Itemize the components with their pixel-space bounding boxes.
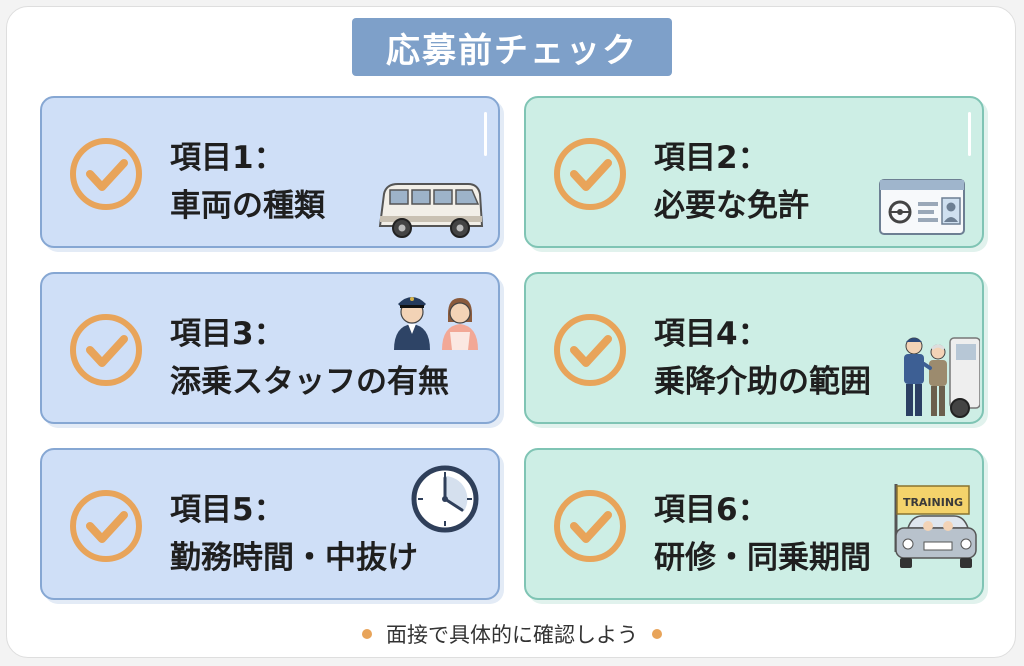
item-text: 項目4： 乗降介助の範囲 [654,310,871,406]
license-card-icon [879,179,965,235]
assist-boarding-icon [904,337,980,418]
checkmark-icon [70,314,142,386]
item-text: 項目6： 研修・同乗期間 [654,486,871,582]
item-description: 必要な免許 [654,188,809,224]
item-description: 車両の種類 [170,188,325,224]
clock-icon [411,465,479,533]
checklist-card-6: 項目6： 研修・同乗期間 TRAINING [524,448,984,600]
item-description: 乗降介助の範囲 [654,364,871,400]
checkmark-icon [554,138,626,210]
footer-note: 面接で具体的に確認しよう [0,614,1024,654]
checklist-card-4: 項目4： 乗降介助の範囲 [524,272,984,424]
item-text: 項目2： 必要な免許 [654,134,809,230]
bullet-dot-icon [362,629,372,639]
checkmark-icon [554,490,626,562]
footer-text: 面接で具体的に確認しよう [386,623,638,647]
item-label: 項目5： [170,492,285,528]
item-description: 研修・同乗期間 [654,540,871,576]
edge-highlight [968,112,971,156]
bullet-dot-icon [652,629,662,639]
item-label: 項目4： [654,316,769,352]
item-label: 項目2： [654,140,769,176]
checkmark-icon [554,314,626,386]
staff-people-icon [394,297,478,350]
item-description: 勤務時間・中抜け [170,540,418,576]
checklist-card-2: 項目2： 必要な免許 [524,96,984,248]
item-text: 項目1： 車両の種類 [170,134,325,230]
training-flag-label: TRAINING [902,495,964,509]
checklist-card-3: 項目3： 添乗スタッフの有無 [40,272,500,424]
training-car-icon [894,484,977,568]
van-icon [378,183,484,238]
page-title: 応募前チェック [352,18,672,76]
item-label: 項目1： [170,140,285,176]
item-label: 項目3： [170,316,285,352]
checklist-card-5: 項目5： 勤務時間・中抜け [40,448,500,600]
checklist-card-1: 項目1： 車両の種類 [40,96,500,248]
checkmark-icon [70,490,142,562]
item-label: 項目6： [654,492,769,528]
edge-highlight [484,112,487,156]
item-text: 項目5： 勤務時間・中抜け [170,486,418,582]
item-description: 添乗スタッフの有無 [170,364,449,400]
item-text: 項目3： 添乗スタッフの有無 [170,310,449,406]
checkmark-icon [70,138,142,210]
